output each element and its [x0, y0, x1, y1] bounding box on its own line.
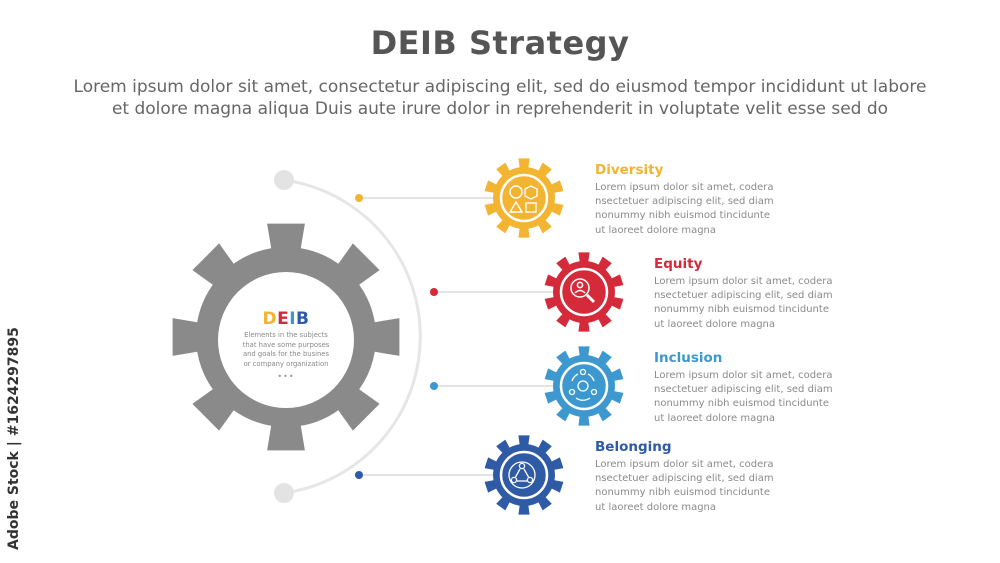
desc-line: nonummy nibh euismod tincidunte	[654, 304, 829, 316]
desc-line: nonummy nibh euismod tincidunte	[595, 487, 770, 499]
inclusion-title: Inclusion	[654, 350, 723, 366]
connector-dot-diversity	[355, 194, 363, 202]
desc-line: ut laoreet dolore magna	[595, 224, 717, 236]
desc-line: nsectetuer adipiscing elit, sed diam	[595, 196, 774, 208]
gear-ring	[499, 173, 549, 223]
arc-end-top	[274, 170, 294, 190]
diversity-gear-icon	[484, 158, 564, 238]
desc-line: nsectetuer adipiscing elit, sed diam	[654, 290, 833, 302]
shapes-icon	[508, 185, 538, 213]
desc-line: Lorem ipsum dolor sit amet, codera	[595, 459, 774, 470]
equity-title: Equity	[654, 256, 703, 272]
desc-line: Lorem ipsum dolor sit amet, codera	[654, 276, 833, 287]
page-title: DEIB Strategy	[370, 24, 630, 62]
arc-end-bottom	[274, 483, 294, 503]
desc-line: ut laoreet dolore magna	[595, 501, 717, 513]
gear-ring	[559, 267, 609, 317]
watermark-text: Adobe Stock | #1624297895	[6, 327, 22, 550]
deib-letter-b: B	[296, 309, 310, 329]
stock-watermark: Adobe Stock | #1624297895	[6, 0, 30, 563]
gear-body	[544, 346, 624, 426]
connector-dot-equity	[430, 288, 438, 296]
subtitle-line-1: Lorem ipsum dolor sit amet, consectetur …	[73, 77, 927, 97]
desc-line: nsectetuer adipiscing elit, sed diam	[595, 473, 774, 485]
inclusion-gear-icon	[544, 346, 624, 426]
deib-letter-i: I	[289, 309, 297, 329]
center-deib-title: DEIB	[226, 309, 346, 329]
desc-line: nsectetuer adipiscing elit, sed diam	[654, 384, 833, 396]
desc-line: ut laoreet dolore magna	[654, 318, 776, 330]
subtitle-line-2: et dolore magna aliqua Duis aute irure d…	[111, 99, 889, 119]
center-ellipsis: •••	[277, 372, 295, 381]
center-desc-line: or company organization	[243, 359, 329, 368]
center-description: Elements in the subjects that have some …	[231, 331, 341, 382]
connector-arc	[283, 178, 422, 495]
belonging-gear-icon	[484, 435, 564, 515]
desc-line: Lorem ipsum dolor sit amet, codera	[654, 370, 833, 381]
desc-line: ut laoreet dolore magna	[654, 412, 776, 424]
central-gear-inner-circle	[218, 272, 354, 408]
equity-description: Lorem ipsum dolor sit amet, codera nsect…	[654, 275, 844, 332]
gear-body	[484, 435, 564, 515]
center-desc-line: and goals for the busines	[242, 350, 330, 358]
gear-ring	[499, 450, 549, 500]
center-desc-line: that have some purposes	[242, 340, 330, 349]
desc-line: Lorem ipsum dolor sit amet, codera	[595, 182, 774, 193]
magnifier-person-icon	[570, 278, 596, 304]
connector-dot-inclusion	[430, 382, 438, 390]
network-people-icon	[508, 461, 536, 489]
page-subtitle: Lorem ipsum dolor sit amet, consectetur …	[40, 76, 960, 120]
deib-letter-e: E	[277, 309, 290, 329]
diversity-title: Diversity	[595, 162, 664, 178]
belonging-title: Belonging	[595, 439, 672, 455]
desc-line: nonummy nibh euismod tincidunte	[595, 210, 770, 222]
desc-line: nonummy nibh euismod tincidunte	[654, 398, 829, 410]
diversity-description: Lorem ipsum dolor sit amet, codera nsect…	[595, 181, 785, 238]
belonging-description: Lorem ipsum dolor sit amet, codera nsect…	[595, 458, 785, 515]
connector-dot-belonging	[355, 471, 363, 479]
inclusion-description: Lorem ipsum dolor sit amet, codera nsect…	[654, 369, 844, 426]
deib-letter-d: D	[262, 309, 278, 329]
center-desc-line: Elements in the subjects	[244, 331, 328, 339]
gear-ring	[559, 361, 609, 411]
people-cycle-icon	[568, 368, 598, 401]
gear-body	[484, 158, 564, 238]
